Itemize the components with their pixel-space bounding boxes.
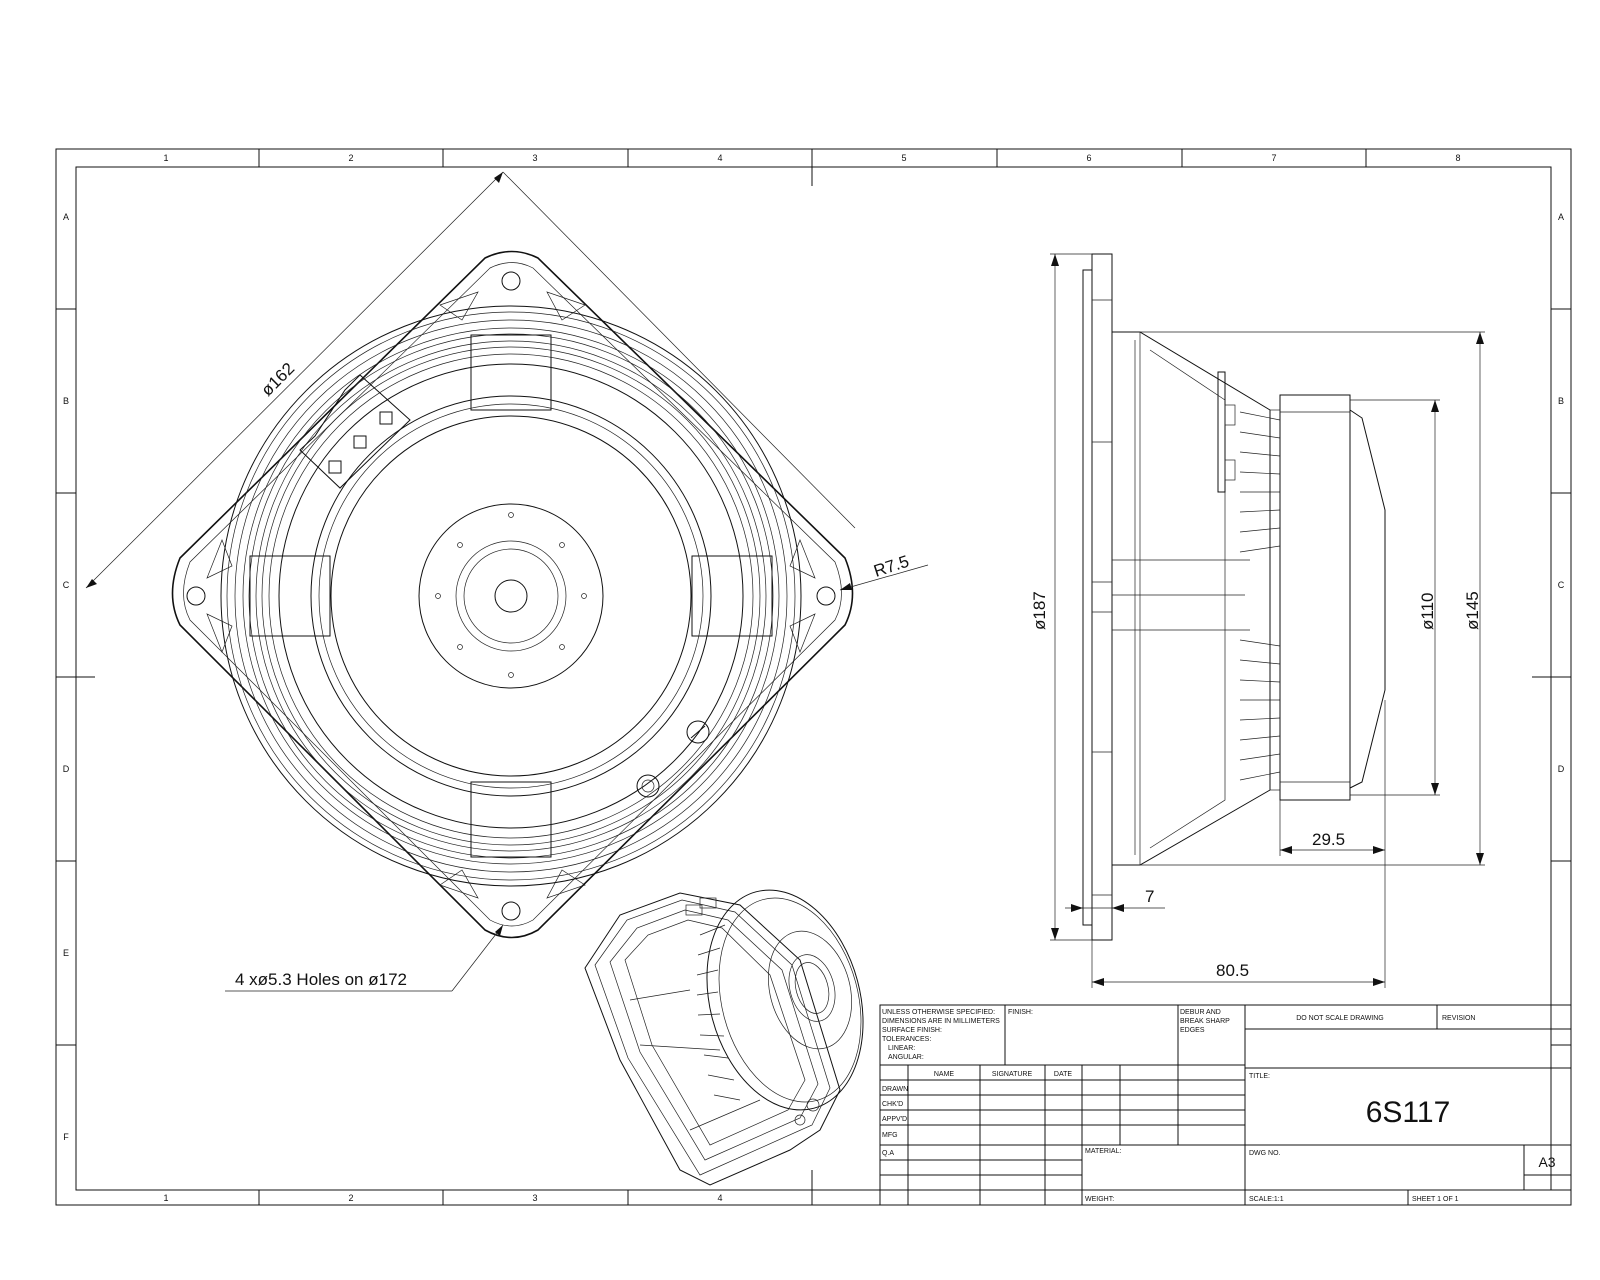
zone-col-5-top: 5 <box>901 153 906 163</box>
role-qa: Q.A <box>882 1150 894 1157</box>
title-label: TITLE: <box>1249 1073 1270 1080</box>
pole-plate <box>418 503 604 689</box>
mount-hole-left <box>186 586 206 606</box>
scale-label: SCALE:1:1 <box>1249 1196 1284 1203</box>
material-label: MATERIAL: <box>1085 1148 1121 1155</box>
zone-col-1-bottom: 1 <box>163 1193 168 1203</box>
zone-col-4-top: 4 <box>717 153 722 163</box>
dim-holes: 4 xø5.3 Holes on ø172 <box>235 970 407 989</box>
dim-d7: 7 <box>1145 887 1154 906</box>
mounting-frame <box>171 250 854 939</box>
sheet-size: A3 <box>1538 1154 1555 1170</box>
side-cooling-fins <box>1239 411 1281 781</box>
mount-hole-right <box>816 586 836 606</box>
iso-frame <box>584 892 841 1186</box>
dim-dia145: ø145 <box>1463 591 1482 630</box>
zone-row-b-right: B <box>1558 396 1564 406</box>
iso-magnet-face <box>706 889 864 1111</box>
side-terminal <box>1217 371 1226 493</box>
zone-col-3-bottom: 3 <box>532 1193 537 1203</box>
side-basket <box>1112 331 1271 866</box>
dim-dia110: ø110 <box>1418 593 1437 631</box>
role-approved: APPV'D <box>882 1116 907 1123</box>
title-block: UNLESS OTHERWISE SPECIFIED: DIMENSIONS A… <box>879 1004 1572 1206</box>
isometric-view <box>584 889 864 1186</box>
zone-col-6-top: 6 <box>1086 153 1091 163</box>
sheet-count: SHEET 1 OF 1 <box>1412 1196 1459 1203</box>
col-name: NAME <box>934 1071 955 1078</box>
dim-r75: R7.5 <box>871 552 911 581</box>
dim-dia162: ø162 <box>257 359 298 400</box>
zone-col-7-top: 7 <box>1271 153 1276 163</box>
dont-scale-note: DO NOT SCALE DRAWING <box>1296 1015 1384 1022</box>
role-mfg: MFG <box>882 1132 898 1139</box>
zone-row-e-left: E <box>63 948 69 958</box>
col-signature: SIGNATURE <box>992 1071 1033 1078</box>
note-line-3: SURFACE FINISH: <box>882 1027 942 1034</box>
screw-1 <box>686 720 710 744</box>
zone-col-3-top: 3 <box>532 153 537 163</box>
terminal-block <box>299 374 411 489</box>
zone-col-2-top: 2 <box>348 153 353 163</box>
dim-d295: 29.5 <box>1312 830 1345 849</box>
title-value: 6S117 <box>1366 1096 1451 1129</box>
deburr-line-2: BREAK SHARP <box>1180 1018 1230 1025</box>
revision-label: REVISION <box>1442 1015 1475 1022</box>
zone-col-1-top: 1 <box>163 153 168 163</box>
vent-hole <box>494 579 528 613</box>
side-magnet <box>1279 394 1351 801</box>
side-view: ø187 ø110 ø145 29.5 7 80.5 <box>1030 253 1485 988</box>
role-drawn: DRAWN <box>882 1086 908 1093</box>
zone-row-f-left: F <box>63 1132 69 1142</box>
deburr-line-1: DEBUR AND <box>1180 1009 1221 1016</box>
note-line-1: UNLESS OTHERWISE SPECIFIED: <box>882 1009 995 1016</box>
note-line-4: TOLERANCES: <box>882 1036 931 1043</box>
col-date: DATE <box>1054 1071 1072 1078</box>
dim-dia187: ø187 <box>1030 591 1049 630</box>
zone-col-8-top: 8 <box>1455 153 1460 163</box>
zone-row-a-right: A <box>1558 212 1564 222</box>
zone-row-d-left: D <box>63 764 70 774</box>
note-line-2: DIMENSIONS ARE IN MILLIMETERS <box>882 1018 1000 1025</box>
zone-row-b-left: B <box>63 396 69 406</box>
front-view: ø162 R7.5 4 xø5.3 Holes on ø172 <box>85 171 929 992</box>
border-frame: 1 2 3 4 5 6 7 8 1 2 3 4 A B C D E F A B … <box>55 148 1572 1206</box>
mount-hole-top <box>501 271 521 291</box>
mount-hole-bottom <box>501 901 521 921</box>
role-checked: CHK'D <box>882 1101 903 1108</box>
screw-2 <box>636 774 660 798</box>
deburr-line-3: EDGES <box>1180 1027 1205 1034</box>
zone-row-a-left: A <box>63 212 69 222</box>
note-line-5: LINEAR: <box>888 1045 915 1052</box>
note-line-6: ANGULAR: <box>888 1054 924 1061</box>
dwg-no-label: DWG NO. <box>1249 1150 1281 1157</box>
zone-row-c-right: C <box>1558 580 1565 590</box>
weight-label: WEIGHT: <box>1085 1196 1114 1203</box>
zone-col-4-bottom: 4 <box>717 1193 722 1203</box>
zone-row-c-left: C <box>63 580 70 590</box>
finish-label: FINISH: <box>1008 1009 1033 1016</box>
zone-col-2-bottom: 2 <box>348 1193 353 1203</box>
dim-d805: 80.5 <box>1216 961 1249 980</box>
zone-row-d-right: D <box>1558 764 1565 774</box>
side-flange <box>1091 253 1113 941</box>
